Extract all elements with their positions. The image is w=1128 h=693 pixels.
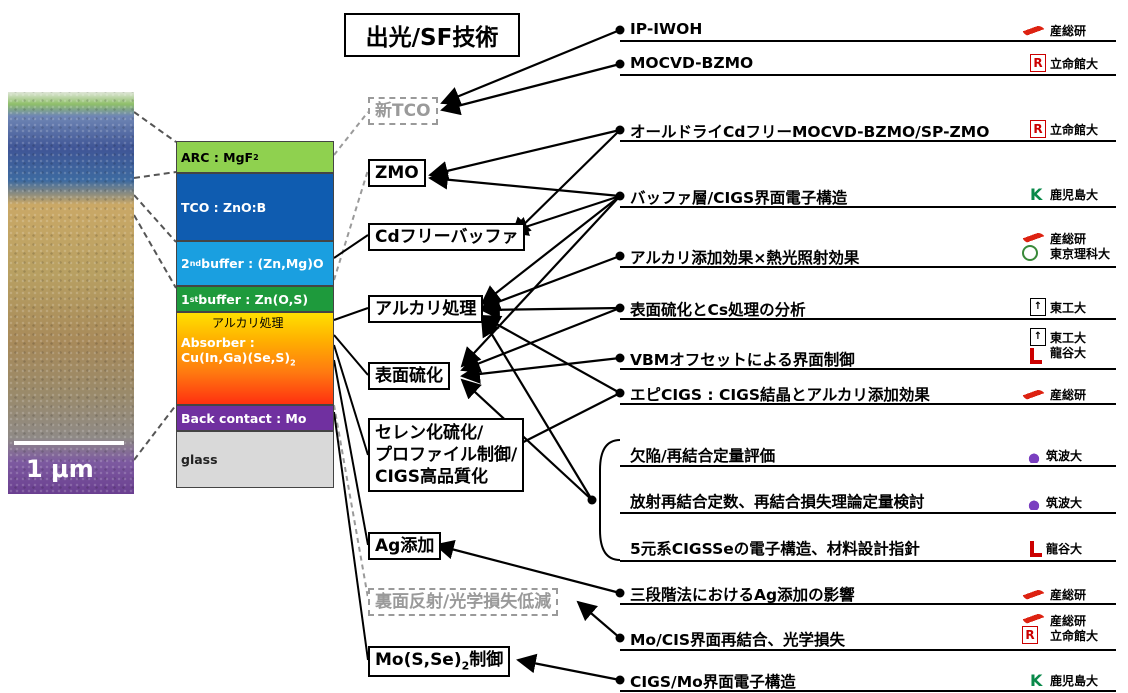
selen-line-1: セレン化硫化/ xyxy=(375,423,484,443)
micro-layer-guides xyxy=(133,111,177,461)
topic-11: 5元系CIGSSeの電子構造、材料設計指針 xyxy=(630,540,920,558)
org-aist: 産総研 xyxy=(1022,22,1086,39)
layer-tco: TCO : ZnO:B xyxy=(176,173,334,241)
topic-arrows xyxy=(428,28,621,682)
topic-13: Mo/CIS界面再結合、光学損失 xyxy=(630,631,846,649)
titech-logo-icon: ↑ xyxy=(1030,298,1046,316)
selen-line-2: プロファイル制御/ xyxy=(375,445,518,466)
category-zmo: ZMO xyxy=(368,159,426,188)
page-title: 出光/SF技術 xyxy=(344,13,520,57)
topic-10: 放射再結合定数、再結合損失理論定量検討 xyxy=(630,493,925,511)
topic-rule xyxy=(620,74,1116,76)
layer-glass: glass xyxy=(176,431,334,488)
topic-5: アルカリ添加効果×熱光照射効果 xyxy=(630,249,860,267)
org-titech-ryukoku: ↑ 東工大龍谷大 xyxy=(1030,328,1086,364)
ryukoku-logo-icon xyxy=(1030,348,1042,364)
topic-rule xyxy=(620,266,1116,268)
org-aist: 産総研 xyxy=(1022,586,1086,603)
layer-to-category-guides-dashed xyxy=(333,111,369,599)
topic-2: MOCVD-BZMO xyxy=(630,54,754,72)
topic-rule xyxy=(620,368,1116,370)
aist-logo-icon xyxy=(1022,614,1046,624)
ritsumeikan-logo-icon: R xyxy=(1022,626,1038,644)
topic-8: エピCIGS : CIGS結晶とアルカリ添加効果 xyxy=(630,386,930,404)
org-titech: ↑東工大 xyxy=(1030,298,1086,316)
selen-line-3: CIGS高品質化 xyxy=(375,467,488,488)
brace xyxy=(599,439,621,561)
topic-12: 三段階法におけるAg添加の影響 xyxy=(630,586,855,604)
org-ryukoku: 龍谷大 xyxy=(1030,540,1082,557)
topic-rule xyxy=(620,140,1116,142)
aist-logo-icon xyxy=(1022,589,1046,600)
topic-rule xyxy=(620,403,1116,405)
category-alkali: アルカリ処理 xyxy=(368,295,484,324)
topic-rule xyxy=(620,206,1116,208)
topic-rule xyxy=(620,512,1116,514)
topic-1: IP-IWOH xyxy=(630,20,703,38)
topic-rule xyxy=(620,649,1116,651)
category-ag: Ag添加 xyxy=(368,532,442,561)
kagoshima-logo-icon: K xyxy=(1030,184,1043,204)
aist-logo-icon xyxy=(1022,389,1046,400)
layer-back-contact: Back contact : Mo xyxy=(176,405,334,431)
alkali-treatment-label: アルカリ処理 xyxy=(212,316,284,330)
category-cd-free-buffer: Cdフリーバッファ xyxy=(368,223,526,252)
scale-label: 1 μm xyxy=(26,455,94,483)
aist-logo-icon xyxy=(1022,233,1046,243)
tus-logo-icon xyxy=(1022,245,1038,261)
topic-rule xyxy=(620,40,1116,42)
topic-rule xyxy=(620,603,1116,605)
category-mo-sse2: Mo(S,Se)2制御 xyxy=(368,646,511,677)
topic-14: CIGS/Mo界面電子構造 xyxy=(630,673,796,691)
ritsumeikan-logo-icon: R xyxy=(1030,120,1046,138)
topic-3: オールドライCdフリーMOCVD-BZMO/SP-ZMO xyxy=(630,123,990,141)
ryukoku-logo-icon xyxy=(1030,540,1042,557)
layer-to-category-lines xyxy=(333,234,369,661)
kagoshima-logo-icon: K xyxy=(1030,670,1043,690)
ritsumeikan-logo-icon: R xyxy=(1030,54,1046,72)
topic-rule xyxy=(620,560,1116,562)
topic-6: 表面硫化とCs処理の分析 xyxy=(630,301,806,319)
topic-dots xyxy=(587,25,625,685)
org-aist-ritsumeikan: R 産総研立命館大 xyxy=(1022,614,1098,644)
category-back-reflection: 裏面反射/光学損失低減 xyxy=(368,588,559,617)
tsukuba-logo-icon xyxy=(1026,448,1042,463)
tsukuba-logo-icon xyxy=(1026,495,1042,510)
titech-logo-icon: ↑ xyxy=(1030,328,1046,346)
topic-7: VBMオフセットによる界面制御 xyxy=(630,351,855,369)
category-selenization: セレン化硫化/ プロファイル制御/ CIGS高品質化 xyxy=(368,418,525,493)
org-tsukuba: 筑波大 xyxy=(1026,494,1082,511)
topic-rule xyxy=(620,465,1116,467)
topic-rule xyxy=(620,318,1116,320)
org-aist: 産総研 xyxy=(1022,386,1086,403)
topic-9: 欠陥/再結合定量評価 xyxy=(630,447,776,465)
org-aist-tus: 産総研東京理科大 xyxy=(1022,232,1110,262)
org-tsukuba: 筑波大 xyxy=(1026,447,1082,464)
category-new-tco: 新TCO xyxy=(368,97,438,126)
category-surface-sulfurization: 表面硫化 xyxy=(368,362,450,391)
aist-logo-icon xyxy=(1022,25,1046,36)
topic-rule xyxy=(620,690,1116,692)
topic-4: バッファ層/CIGS界面電子構造 xyxy=(630,189,848,207)
layer-absorber: Absorber : Cu(In,Ga)(Se,S)2 xyxy=(176,312,334,405)
cross-section-micrograph xyxy=(8,92,134,494)
scale-bar xyxy=(14,441,124,445)
